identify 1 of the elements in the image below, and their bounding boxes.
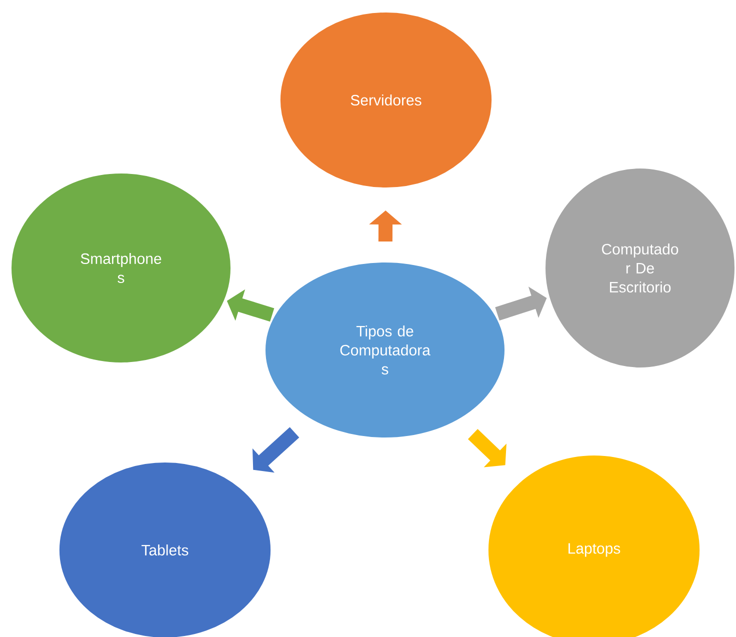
block-arrow [252,427,300,473]
